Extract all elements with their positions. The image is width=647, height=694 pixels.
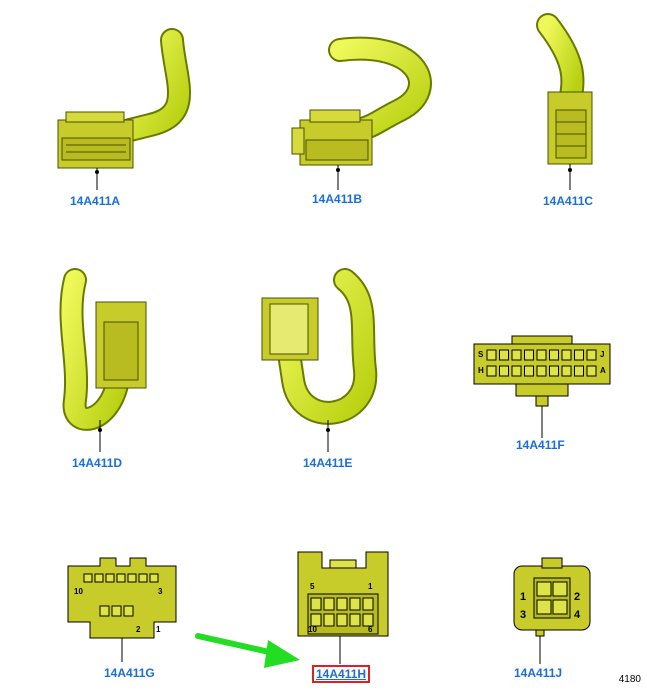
pin-cavity [123,605,134,617]
pin-cavity [349,613,361,627]
pin-label-1: 1 [368,582,373,591]
pin-cavity [105,573,115,583]
label-14A411F: 14A411F [516,438,565,452]
pin-cavity [524,365,534,377]
pin-cavity [83,573,93,583]
pin-label-10: 10 [308,625,317,634]
pin-cavity [336,613,348,627]
pin-cavity [310,597,322,611]
label-14A411J: 14A411J [514,666,563,680]
pin-cavity [99,605,110,617]
pin-cavity [549,365,559,377]
label-14A411D: 14A411D [72,456,123,470]
pin-cavity [511,365,522,377]
pin-label-10: 10 [74,587,83,596]
connector-14A411F-face: S J H A [473,335,611,438]
connector-14A411B-illustration [291,36,432,190]
pin-cavity [323,597,335,611]
pin-cavity [574,349,584,361]
pin-label-4: 4 [574,609,581,621]
pin-cavity [94,573,104,583]
pin-cavity [586,349,597,361]
label-14A411H: 14A411H [312,665,371,683]
connector-14A411G-face: 10 3 2 1 [67,557,177,662]
label-14A411C: 14A411C [543,194,594,208]
pin-cavity [116,573,126,583]
connector-14A411H-face: 5 1 10 6 [297,551,389,664]
pin-cavity [499,349,509,361]
pin-label-3: 3 [158,587,163,596]
pin-cavity [362,597,374,611]
connector-14A411C-illustration [536,13,593,190]
pin-cavity [349,597,361,611]
label-14A411G: 14A411G [104,666,155,680]
pin-label-3: 3 [520,609,526,621]
pin-label-S: S [478,350,484,359]
pin-label-2: 2 [574,591,580,603]
pin-label-H: H [478,366,484,375]
figure-number: 4180 [618,674,641,685]
pin-cavity [524,349,534,361]
pin-cavity [486,365,497,377]
green-arrow-icon [195,633,300,668]
label-14A411A: 14A411A [70,194,121,208]
connector-14A411A-illustration [57,28,191,190]
connector-14A411J-face: 1 2 3 4 [513,557,591,664]
pin-cavity [549,349,559,361]
pin-cavity [138,573,148,583]
label-14A411E: 14A411E [303,456,353,470]
pin-cavity [586,365,597,377]
pin-cavity [362,613,374,627]
pin-label-J: J [600,350,604,359]
connector-14A411D-illustration [59,268,147,452]
connector-14A411E-illustration [261,268,378,452]
pin-label-A: A [600,366,606,375]
pin-cavity [499,365,509,377]
pin-cavity [536,365,547,377]
pin-label-5: 5 [310,582,315,591]
pin-cavity [486,349,497,361]
pin-label-2: 2 [136,625,141,634]
pin-cavity [511,349,522,361]
pin-cavity [111,605,122,617]
pin-cavity [149,573,159,583]
pin-cavity [323,613,335,627]
pin-label-1: 1 [520,591,526,603]
pin-cavity [127,573,137,583]
pin-cavity [561,365,572,377]
pin-cavity [561,349,572,361]
pin-label-1: 1 [156,625,161,634]
pin-cavity [536,349,547,361]
pin-cavity [310,613,322,627]
pin-cavity [336,597,348,611]
pin-label-6: 6 [368,625,373,634]
label-14A411B: 14A411B [312,192,363,206]
pin-cavity [574,365,584,377]
